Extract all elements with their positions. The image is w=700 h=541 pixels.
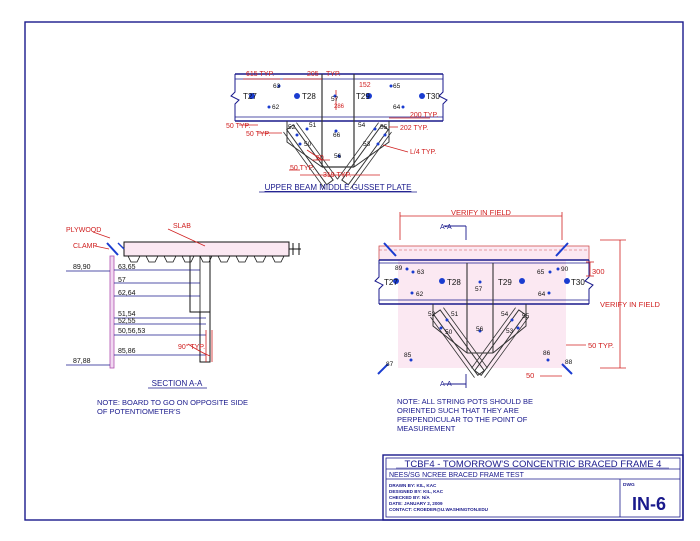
dim-50-typ-3: 50 TYP. [290, 165, 314, 172]
dim-300: 300 [592, 267, 605, 276]
frame-point-53: 53 [506, 328, 514, 335]
frame-point-62: 62 [416, 291, 424, 298]
target-t28: T28 [302, 92, 316, 101]
point-63: 63 [273, 83, 281, 90]
dim-90-typ: 90° TYP. [178, 343, 205, 351]
frame-point-89: 89 [395, 265, 403, 272]
frame-target-t30: T30 [571, 278, 585, 287]
point-53: 53 [363, 141, 371, 148]
point-55: 55 [380, 124, 388, 131]
frame-point-52: 52 [428, 311, 436, 318]
frame-point-63: 63 [417, 269, 425, 276]
dim-319-typ: 319 TYP. [323, 172, 351, 179]
sheet-border [24, 21, 684, 521]
frame-target-t27: T27 [384, 278, 398, 287]
point-62: 62 [272, 104, 280, 111]
dim-50-typ-2: 50 TYP. [246, 131, 270, 138]
frame-point-51: 51 [451, 311, 459, 318]
frame-point-87: 87 [386, 361, 394, 368]
dim-52-55: 52,55 [118, 318, 136, 325]
dim-62-64: 62,64 [118, 290, 136, 297]
dim-50: 50 [316, 155, 324, 162]
frame-point-88: 88 [565, 359, 573, 366]
dwg-label: DWG [623, 482, 635, 488]
point-64: 64 [393, 104, 401, 111]
frame-note-line-4: MEASUREMENT [397, 424, 456, 433]
dim-63-65: 63,65 [118, 264, 136, 271]
section-note-line-2: OF POTENTIOMETER'S [97, 407, 181, 416]
frame-view: VERIFY IN FIELD VERIFY IN FIELD 300 50 T… [374, 208, 661, 433]
section-mark-bottom: A-A [440, 381, 452, 388]
title-block [382, 454, 684, 521]
frame-point-64: 64 [538, 291, 546, 298]
frame-point-56: 56 [476, 326, 484, 333]
dim-50: 50 [526, 371, 534, 380]
dim-615: 615 TYP. [246, 71, 274, 78]
label-slab: SLAB [173, 223, 191, 230]
dim-89-90: 89,90 [73, 264, 91, 271]
section-note-line-1: NOTE: BOARD TO GO ON OPPOSITE SIDE [97, 398, 248, 407]
dim-50-typ-1: 50 TYP. [226, 123, 250, 130]
frame-target-t28: T28 [447, 278, 461, 287]
section-view: PLYWOOD CLAMP SLAB 90° TYP. 89,90 63,65 … [66, 223, 301, 416]
dim-152: 152 [359, 82, 371, 89]
verify-in-field-right: VERIFY IN FIELD [600, 300, 660, 309]
dim-57: 57 [118, 277, 126, 284]
dim-50-typ: 50 TYP. [588, 341, 614, 350]
designed-by: DESIGNED BY: KIL, KAC [389, 489, 444, 494]
target-t30: T30 [426, 92, 440, 101]
dim-85-86: 85,86 [118, 348, 136, 355]
frame-point-57: 57 [475, 286, 483, 293]
frame-point-55: 55 [522, 313, 530, 320]
point-66: 66 [333, 132, 341, 139]
drawn-by: DRAWN BY: KIL, KAC [389, 483, 437, 488]
frame-point-54: 54 [501, 311, 509, 318]
dim-typ: TYP. [326, 71, 341, 78]
frame-point-50: 50 [445, 329, 453, 336]
dim-87-88: 87,88 [73, 358, 91, 365]
point-65: 65 [393, 83, 401, 90]
label-clamp: CLAMP [73, 243, 97, 250]
upper-gusset-view: 615 TYP. 205 TYP. 152 50 TYP. 50 TYP. 20… [226, 71, 448, 193]
point-52: 52 [288, 124, 296, 131]
drawing-date: DATE: JANUARY 2, 2009 [389, 501, 443, 506]
point-51: 51 [309, 122, 317, 129]
target-t29: T29 [356, 92, 370, 101]
frame-note-line-1: NOTE: ALL STRING POTS SHOULD BE [397, 397, 533, 406]
frame-note-line-3: PERPENDICULAR TO THE POINT OF [397, 415, 528, 424]
drawing-title: TCBF4 - TOMORROW'S CONCENTRIC BRACED FRA… [405, 459, 662, 470]
frame-note-line-2: ORIENTED SUCH THAT THEY ARE [397, 406, 519, 415]
point-50: 50 [304, 141, 312, 148]
label-plywood: PLYWOOD [66, 227, 101, 234]
dim-205: 205 [307, 71, 319, 78]
section-title: SECTION A-A [152, 379, 203, 388]
dim-200-typ: 200 TYP. [410, 112, 438, 119]
frame-point-85: 85 [404, 352, 412, 359]
frame-target-t29: T29 [498, 278, 512, 287]
dwg-number: IN-6 [632, 494, 666, 514]
frame-point-86: 86 [543, 350, 551, 357]
frame-point-90: 90 [561, 266, 569, 273]
dim-202-typ: 202 TYP. [400, 125, 428, 132]
frame-point-65: 65 [537, 269, 545, 276]
section-mark-top: A-A [440, 224, 452, 231]
checked-by: CHECKED BY: N/A [389, 495, 430, 500]
point-54: 54 [358, 122, 366, 129]
point-57: 57 [331, 96, 339, 103]
dim-l4-typ: L/4 TYP. [410, 149, 436, 156]
drawing-subtitle: NEES/SG NCREE BRACED FRAME TEST [389, 472, 525, 479]
contact-info: CONTACT: CROEDER@U.WASHINGTON.EDU [389, 507, 489, 512]
target-t27: T27 [243, 92, 257, 101]
upper-gusset-title: UPPER BEAM MIDDLE GUSSET PLATE [265, 183, 412, 192]
verify-in-field-top: VERIFY IN FIELD [451, 208, 511, 217]
dim-51-54: 51,54 [118, 311, 136, 318]
point-56: 56 [334, 153, 342, 160]
dim-50-56-53: 50,56,53 [118, 328, 145, 335]
dim-286: 286 [334, 104, 345, 110]
